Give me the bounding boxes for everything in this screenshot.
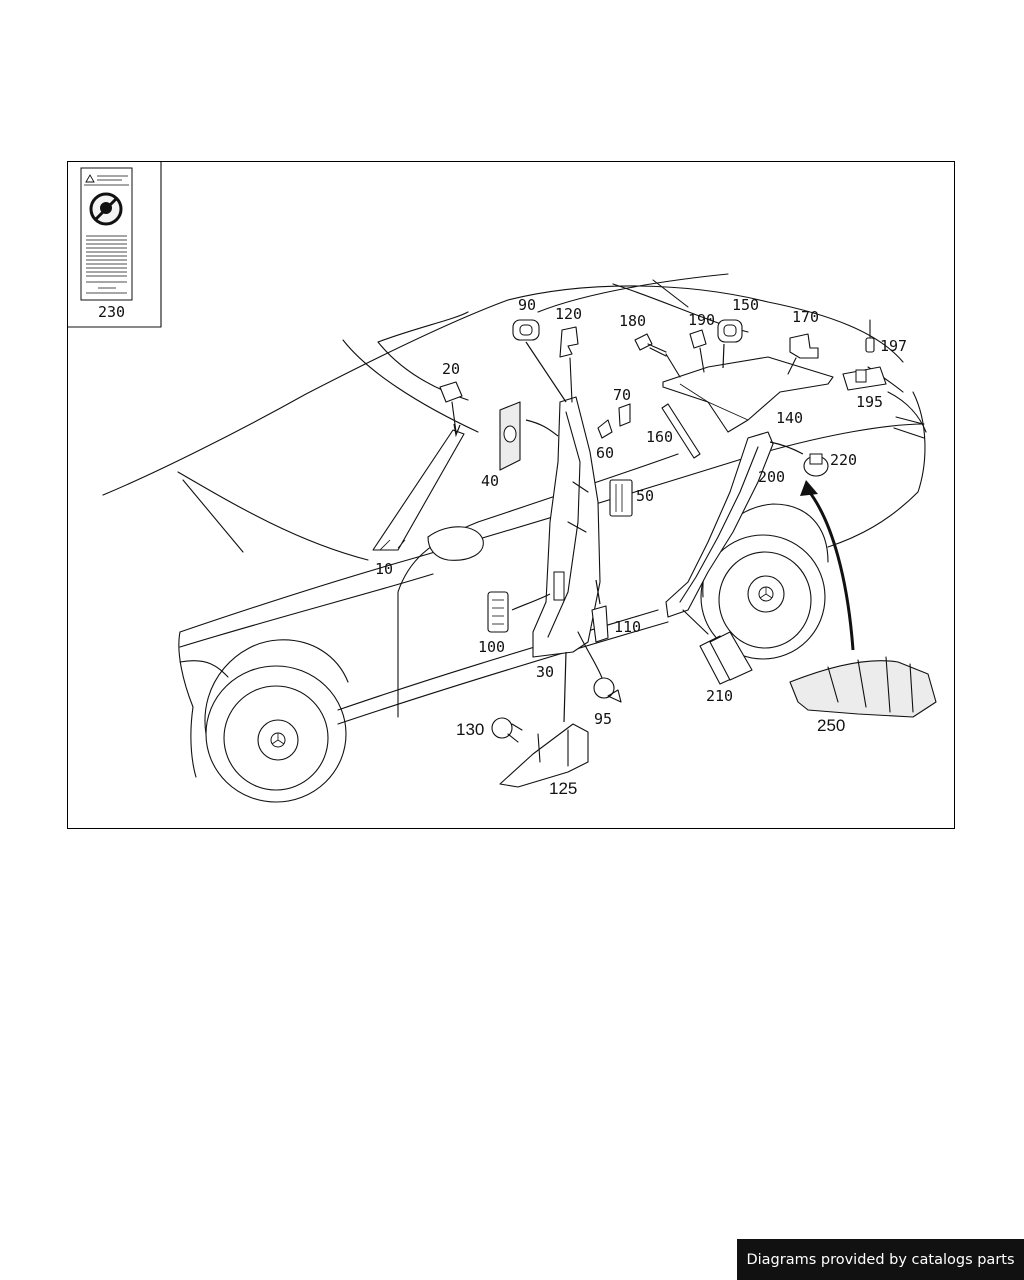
footer-credit-text: Diagrams provided by catalogs parts [746,1251,1015,1268]
part-20-clip [439,381,463,438]
part-30-b-pillar-trim [532,396,601,658]
part-170-bracket [787,333,819,375]
wheel-star-emblem-icon [758,586,774,602]
callout-130: 130 [456,720,484,739]
part-200-rear-trim [665,431,804,618]
part-60-clip [597,419,613,439]
no-child-seat-icon [89,192,123,226]
wheel-star-emblem-icon [270,732,286,748]
part-195-bracket [842,366,887,391]
warning-label-sheet [80,167,133,301]
callout-120: 120 [555,305,582,323]
part-150-cap [717,319,743,369]
part-197-pin [865,319,875,353]
part-250-liner [789,480,937,718]
callout-30: 30 [536,663,554,681]
part-90-cap [512,319,567,403]
callout-230: 230 [98,303,125,321]
callout-150: 150 [732,296,759,314]
callout-190: 190 [688,311,715,329]
callout-110: 110 [614,618,641,636]
part-210-pads [682,609,753,685]
part-100-grille [487,591,551,633]
callout-210: 210 [706,687,733,705]
front-wheel [204,639,349,803]
footer-credit: Diagrams provided by catalogs parts [737,1239,1024,1280]
callout-100: 100 [478,638,505,656]
callout-labels: 10 20 30 40 50 60 70 90 95 100 110 120 1… [375,296,907,798]
part-140-shelf-trim [662,356,834,433]
callout-90: 90 [518,296,536,314]
part-125-lower-trim [499,651,589,788]
callout-125: 125 [549,779,577,798]
callout-160: 160 [646,428,673,446]
rear-wheel [700,503,829,660]
warning-label-inset: 230 [68,162,162,328]
part-120-bracket [559,326,579,403]
callout-140: 140 [776,409,803,427]
part-180-bolt [634,333,681,378]
parts-diagram: 230 [68,162,937,803]
part-50-vent [609,479,633,517]
part-70-clip [618,403,631,427]
callout-50: 50 [636,487,654,505]
callout-220: 220 [830,451,857,469]
callout-60: 60 [596,444,614,462]
part-220-clip [803,453,829,477]
part-10-a-pillar-trim [372,429,465,551]
part-110-clip [591,579,609,643]
callout-95: 95 [594,710,612,728]
part-95-screw [577,631,622,703]
diagram-frame: 230 [67,161,955,829]
part-40-pillar-cover [499,401,559,471]
part-190-clip [689,329,707,373]
warning-triangle-icon [85,174,95,183]
callout-250: 250 [817,716,845,735]
callout-70: 70 [613,386,631,404]
callout-40: 40 [481,472,499,490]
callout-200: 200 [758,468,785,486]
callout-170: 170 [792,308,819,326]
part-130-push-clip [491,717,523,743]
callout-195: 195 [856,393,883,411]
callout-10: 10 [375,560,393,578]
callout-197: 197 [880,337,907,355]
callout-20: 20 [442,360,460,378]
part-160-strip [661,403,701,459]
callout-180: 180 [619,312,646,330]
